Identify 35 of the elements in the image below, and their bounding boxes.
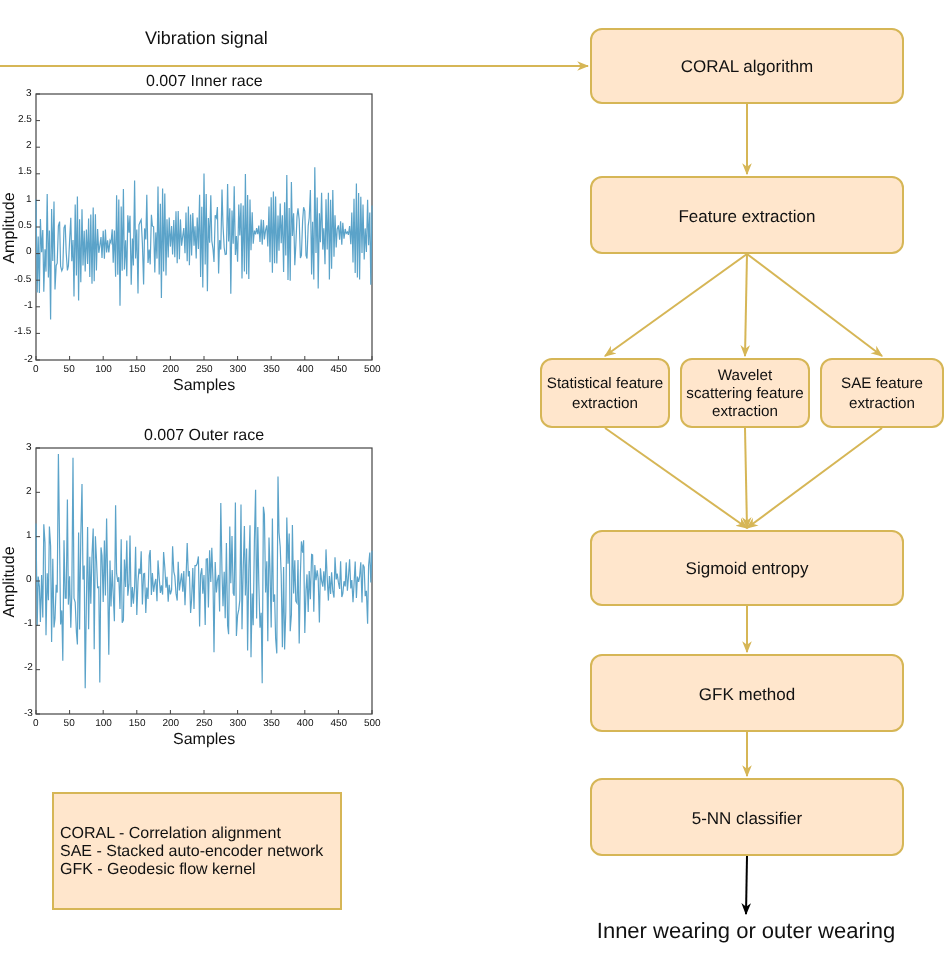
plot-title: 0.007 Outer race	[144, 428, 265, 444]
axis-label: Amplitude	[1, 191, 18, 263]
node-text: GFK - Geodesic flow kernel	[60, 860, 256, 878]
abbreviation-note	[52, 792, 342, 910]
arrow	[746, 253, 883, 357]
node-text: CORAL - Correlation alignment	[60, 824, 281, 842]
plot-title: 0.007 Inner race	[146, 74, 263, 90]
axis-label: Amplitude	[1, 545, 18, 617]
node-text: Feature extraction	[678, 205, 816, 225]
arrow	[742, 731, 752, 778]
node-text: GFK method	[698, 683, 796, 703]
output-text: Inner wearing or outer wearing	[556, 916, 936, 948]
arrow	[604, 253, 748, 357]
arrow	[742, 427, 752, 530]
axis-label: Samples	[173, 732, 236, 748]
process-box	[590, 778, 904, 856]
axis-label: Samples	[173, 378, 236, 394]
arrow	[746, 427, 883, 529]
arrow	[0, 61, 590, 71]
process-box	[590, 176, 904, 254]
process-box	[590, 654, 904, 732]
process-box	[540, 358, 670, 428]
node-text: CORAL algorithm	[680, 56, 814, 76]
process-box	[820, 358, 944, 428]
arrow	[742, 103, 752, 176]
arrow	[740, 253, 750, 358]
arrow	[604, 427, 748, 529]
node-text: Sigmoid entropy	[685, 558, 809, 578]
process-box	[590, 530, 904, 606]
node-text: 5-NN classifier	[691, 807, 803, 827]
node-text: SAE - Stacked auto-encoder network	[60, 842, 324, 860]
process-box	[590, 28, 904, 104]
arrow	[741, 855, 751, 916]
edge-label: Vibration signal	[143, 27, 270, 49]
arrow	[742, 605, 752, 654]
